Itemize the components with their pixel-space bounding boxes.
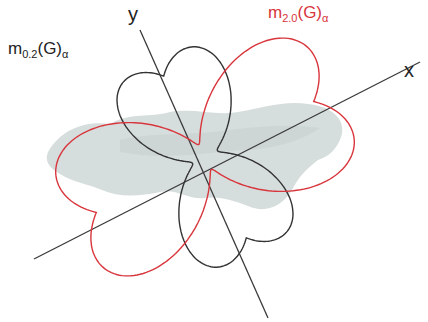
label-text: m (268, 3, 282, 22)
label-text: m (8, 39, 22, 58)
label-text: (G) (297, 3, 322, 22)
subscript-text: α (322, 12, 328, 24)
moment-label: m2.0(G)α (268, 4, 328, 24)
axis-label: x (404, 60, 414, 80)
subscript-text: 2.0 (282, 12, 297, 24)
y-axis (140, 30, 268, 318)
axis-label: y (128, 4, 138, 24)
moment-curve-m02 (117, 47, 293, 267)
label-text: (G) (37, 39, 62, 58)
subscript-text: 0.2 (22, 48, 37, 60)
moment-label: m0.2(G)α (8, 40, 68, 60)
label-text: y (128, 3, 138, 25)
label-text: x (404, 59, 414, 81)
moment-curve-m20 (56, 38, 355, 276)
shape-region (47, 103, 343, 209)
subscript-text: α (62, 48, 68, 60)
